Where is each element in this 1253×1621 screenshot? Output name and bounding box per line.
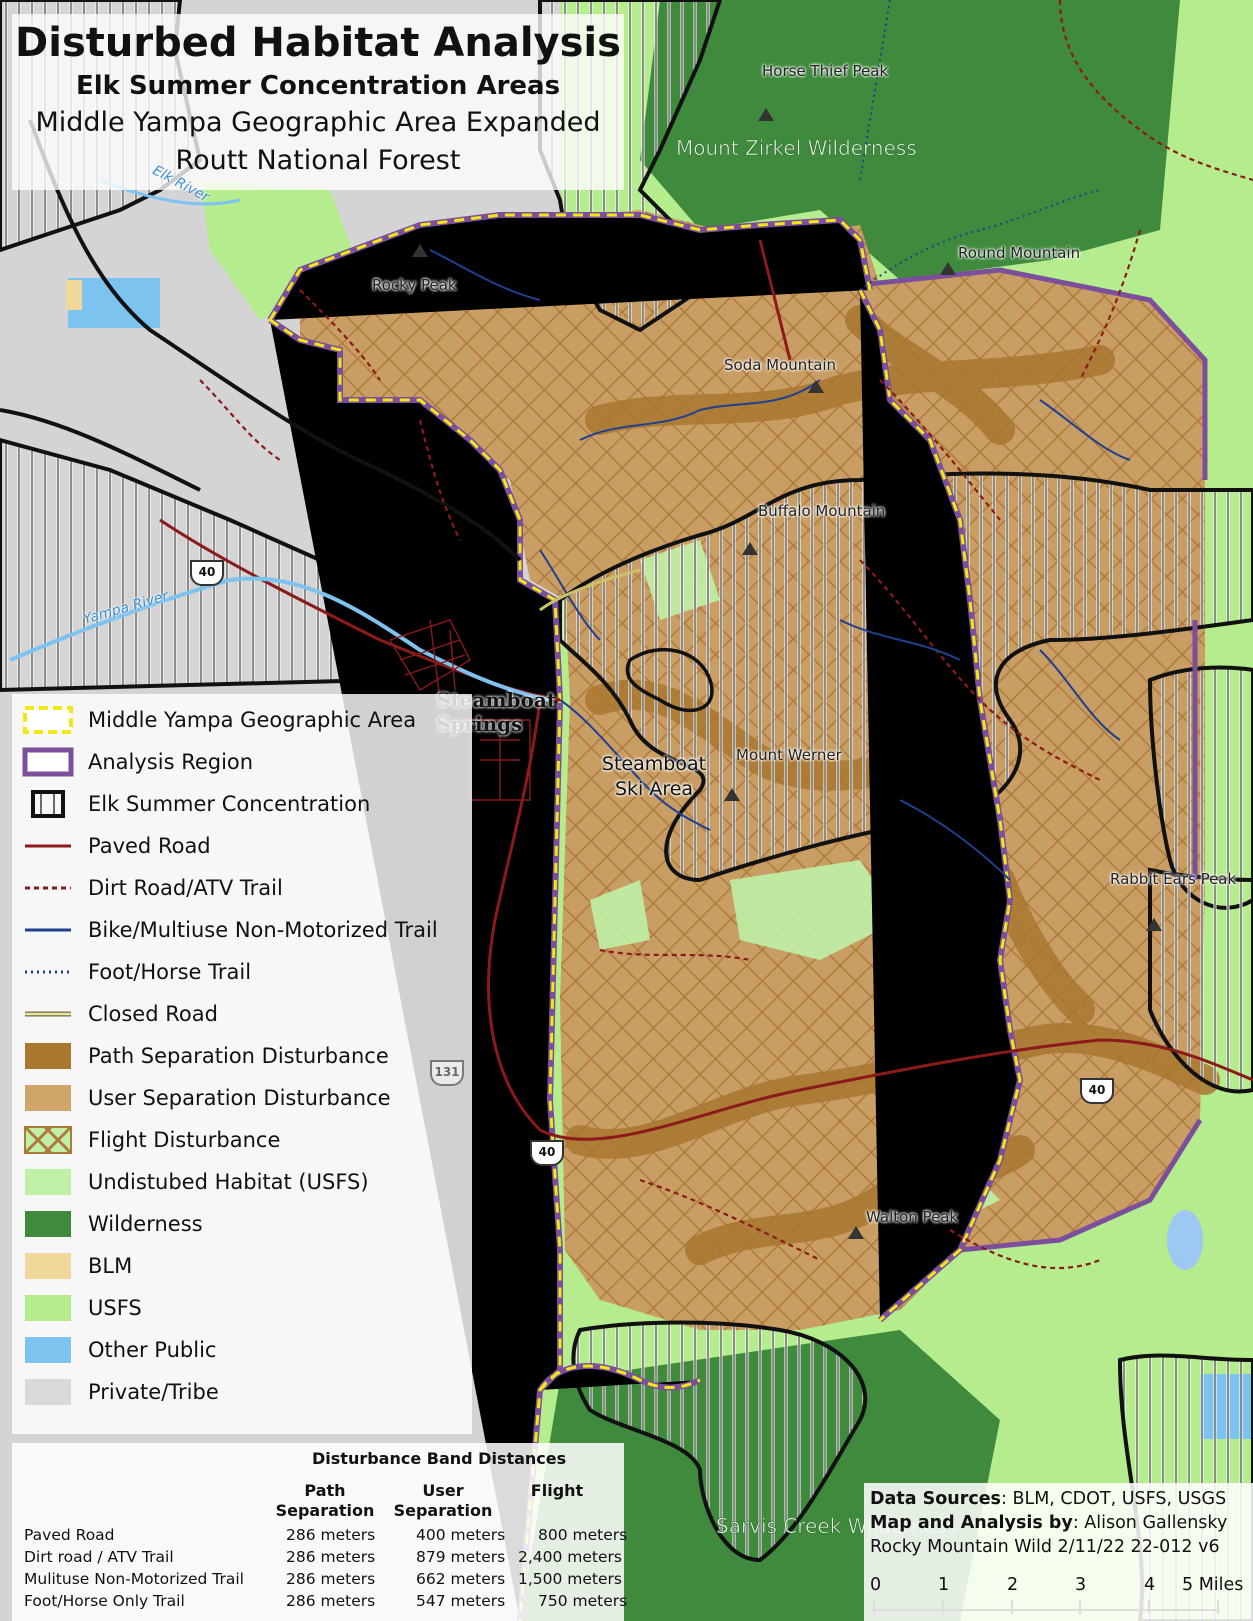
county-boundary-line xyxy=(28,119,522,562)
label-soda-mountain: Soda Mountain xyxy=(724,356,837,374)
other-public-patch xyxy=(68,278,160,328)
peak-icon xyxy=(1146,918,1162,931)
peak-icon xyxy=(742,542,758,555)
legend-item: Private/Tribe xyxy=(22,1372,219,1412)
label-steamboat-ski-area: Steamboat Ski Area xyxy=(601,753,707,800)
legend-item: Undistubed Habitat (USFS) xyxy=(22,1162,369,1202)
analysis-by-line: Map and Analysis by: Alison Gallensky xyxy=(870,1513,1228,1533)
peak-icon xyxy=(758,108,774,121)
label-walton-peak: Walton Peak xyxy=(866,1208,959,1226)
legend-item: Middle Yampa Geographic Area xyxy=(22,700,416,740)
map-subtitle-1: Elk Summer Concentration Areas xyxy=(75,71,561,101)
highway-shield: 40 xyxy=(530,1140,564,1166)
legend-symbol-private xyxy=(25,1379,71,1405)
highway-shield: 131 xyxy=(430,1060,464,1086)
legend-item: Path Separation Disturbance xyxy=(22,1036,389,1076)
peak-icon xyxy=(412,244,428,257)
legend-symbol-elk xyxy=(31,790,65,818)
scale-tick-5: 5 Miles xyxy=(1182,1575,1244,1595)
legend-item: Elk Summer Concentration xyxy=(22,784,370,824)
legend-symbol-usfs xyxy=(25,1295,71,1321)
legend-symbol-wilderness xyxy=(25,1211,71,1237)
map-title: Disturbed Habitat Analysis xyxy=(15,20,621,66)
legend-symbol-ga xyxy=(23,706,73,734)
highway-shield: 40 xyxy=(1080,1078,1114,1104)
elk-summer-concentration xyxy=(625,647,714,712)
county-boundary-line xyxy=(0,408,201,492)
legend-item: Closed Road xyxy=(22,994,218,1034)
title-box: Disturbed Habitat Analysis Elk Summer Co… xyxy=(12,14,624,190)
wilderness-mount-zirkel xyxy=(640,0,1180,280)
label-mount-werner: Mount Werner xyxy=(736,746,842,764)
legend-symbol-bike xyxy=(25,928,71,932)
data-sources-line: Data Sources: BLM, CDOT, USFS, USGS xyxy=(870,1489,1227,1509)
header-flight: Flight xyxy=(530,1481,584,1500)
scale-tick-3: 3 xyxy=(1075,1575,1087,1595)
label-horse-thief-peak: Horse Thief Peak xyxy=(762,62,889,80)
scale-tick-4: 4 xyxy=(1144,1575,1156,1595)
legend-symbol-dirt xyxy=(25,886,71,890)
peak-icon xyxy=(724,788,740,801)
legend-symbol-path-sep xyxy=(25,1043,71,1069)
legend-symbol-other-public xyxy=(25,1337,71,1363)
legend-item: Wilderness xyxy=(22,1204,203,1244)
dirt-roads xyxy=(199,0,1253,1270)
legend-item: Analysis Region xyxy=(22,742,253,782)
legend: Middle Yampa Geographic Area Analysis Re… xyxy=(12,694,472,1434)
legend-item: Dirt Road/ATV Trail xyxy=(22,868,283,908)
label-buffalo-mountain: Buffalo Mountain xyxy=(758,502,886,520)
scale-tick-1: 1 xyxy=(938,1575,950,1595)
scale-tick-2: 2 xyxy=(1007,1575,1019,1595)
map-subtitle-3: Routt National Forest xyxy=(175,145,461,176)
peak-icon xyxy=(848,1226,864,1239)
legend-item: Paved Road xyxy=(22,826,211,866)
legend-item: Other Public xyxy=(22,1330,216,1370)
legend-symbol-flight xyxy=(23,1125,73,1155)
header-user-separation: User Separation xyxy=(393,1481,493,1520)
label-round-mountain: Round Mountain xyxy=(958,244,1081,262)
legend-item: Bike/Multiuse Non-Motorized Trail xyxy=(22,910,438,950)
label-mount-zirkel-wilderness: Mount Zirkel Wilderness xyxy=(676,136,917,161)
legend-symbol-blm xyxy=(25,1253,71,1279)
lake xyxy=(1167,1210,1203,1270)
legend-item: Foot/Horse Trail xyxy=(22,952,251,992)
blm-patch xyxy=(66,280,82,310)
legend-item: USFS xyxy=(22,1288,142,1328)
legend-item: User Separation Disturbance xyxy=(22,1078,391,1118)
distance-table-title: Disturbance Band Distances xyxy=(312,1449,567,1468)
legend-symbol-foot xyxy=(25,970,71,974)
label-rabbit-ears-peak: Rabbit Ears Peak xyxy=(1110,870,1237,888)
header-path-separation: Path Separation xyxy=(275,1481,375,1520)
highway-shield: 40 xyxy=(190,560,224,586)
data-sources-box: Data Sources: BLM, CDOT, USFS, USGS Map … xyxy=(864,1483,1253,1621)
org-line: Rocky Mountain Wild 2/11/22 22-012 v6 xyxy=(870,1537,1220,1557)
bike-multiuse-trails xyxy=(429,249,1131,881)
yampa-river xyxy=(9,576,551,702)
peak-icon xyxy=(940,262,956,275)
legend-item: BLM xyxy=(22,1246,132,1286)
legend-symbol-paved xyxy=(25,844,71,848)
analysis-region-boundary xyxy=(859,267,1208,1253)
legend-symbol-analysis xyxy=(22,747,74,777)
map-subtitle-2: Middle Yampa Geographic Area Expanded xyxy=(35,107,601,138)
legend-symbol-undisturbed xyxy=(25,1169,71,1195)
label-sarvis-creek-wilderness: Sarvis Creek Wilderness xyxy=(716,1514,957,1539)
closed-road xyxy=(539,568,641,612)
legend-item: Flight Disturbance xyxy=(22,1120,280,1160)
peak-icon xyxy=(808,380,824,393)
scale-tick-0: 0 xyxy=(870,1575,882,1595)
foot-horse-trails xyxy=(859,0,1101,291)
disturbance-distance-table: Disturbance Band Distances Path Separati… xyxy=(12,1443,627,1621)
legend-symbol-closed xyxy=(25,1011,71,1017)
legend-symbol-user-sep xyxy=(25,1085,71,1111)
label-rocky-peak: Rocky Peak xyxy=(372,276,457,294)
